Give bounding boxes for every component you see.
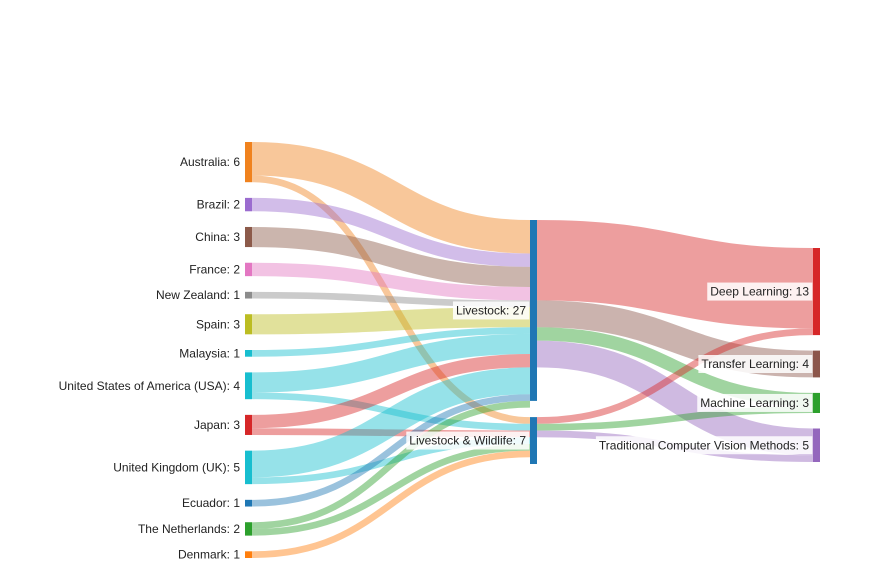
link-brazil-to-livestock: [251, 197, 531, 267]
node-china: [245, 226, 252, 248]
node-netherlands: [245, 522, 252, 536]
link-australia-to-livestock: [251, 142, 531, 254]
node-label-transfer: Transfer Learning: 4: [701, 357, 809, 371]
link-china-to-livestock: [251, 226, 531, 287]
link-wildlife-to-deep: [536, 328, 814, 424]
node-new_zealand: [245, 291, 252, 299]
node-brazil: [245, 197, 252, 212]
node-uk: [245, 450, 252, 485]
node-japan: [245, 414, 252, 435]
link-malaysia-to-livestock: [251, 327, 531, 357]
node-label-brazil: Brazil: 2: [197, 198, 241, 212]
node-label-livestock: Livestock: 27: [456, 303, 526, 317]
node-label-china: China: 3: [195, 230, 240, 244]
node-label-japan: Japan: 3: [194, 418, 240, 432]
link-france-to-livestock: [251, 262, 531, 301]
node-label-bg-wildlife: [406, 431, 530, 450]
link-uk-to-livestock: [251, 367, 531, 478]
node-malaysia: [245, 350, 252, 357]
node-deep: [813, 248, 820, 336]
node-australia: [245, 142, 252, 183]
node-label-ecuador: Ecuador: 1: [182, 496, 240, 510]
node-machine: [813, 392, 820, 413]
link-denmark-to-wildlife: [251, 450, 531, 558]
node-label-traditional: Traditional Computer Vision Methods: 5: [599, 438, 809, 452]
node-label-france: France: 2: [189, 262, 240, 276]
node-label-wildlife: Livestock & Wildlife: 7: [409, 434, 526, 448]
node-wildlife: [530, 417, 537, 464]
link-australia-to-wildlife: [251, 175, 531, 424]
link-usa-to-livestock: [251, 333, 531, 393]
node-label-bg-machine: [697, 393, 813, 412]
link-ecuador-to-livestock: [251, 394, 531, 507]
node-label-denmark: Denmark: 1: [178, 548, 240, 562]
node-label-malaysia: Malaysia: 1: [179, 346, 240, 360]
node-usa: [245, 372, 252, 400]
node-label-machine: Machine Learning: 3: [700, 396, 809, 410]
node-france: [245, 262, 252, 277]
node-label-uk: United Kingdom (UK): 5: [113, 460, 240, 474]
node-livestock: [530, 220, 537, 401]
node-label-deep: Deep Learning: 13: [710, 285, 809, 299]
node-label-bg-livestock: [452, 301, 530, 320]
node-label-netherlands: The Netherlands: 2: [138, 522, 240, 536]
node-label-bg-deep: [707, 282, 813, 301]
node-label-bg-traditional: [595, 436, 813, 455]
node-label-spain: Spain: 3: [196, 317, 240, 331]
node-denmark: [245, 551, 252, 558]
link-netherlands-to-livestock: [251, 400, 531, 529]
nodes-layer: [245, 142, 820, 558]
labels-layer: Australia: 6 Brazil: 2 China: 3 France: 2 Ne…: [59, 155, 813, 562]
link-netherlands-to-wildlife: [251, 443, 531, 536]
node-spain: [245, 314, 252, 335]
node-transfer: [813, 350, 820, 378]
node-label-usa: United States of America (USA): 4: [59, 379, 241, 393]
node-ecuador: [245, 499, 252, 507]
link-usa-to-wildlife: [251, 392, 531, 431]
node-label-bg-transfer: [698, 355, 813, 373]
node-traditional: [813, 428, 820, 462]
node-label-australia: Australia: 6: [180, 155, 240, 169]
link-japan-to-livestock: [251, 354, 531, 429]
node-label-new_zealand: New Zealand: 1: [156, 288, 240, 302]
